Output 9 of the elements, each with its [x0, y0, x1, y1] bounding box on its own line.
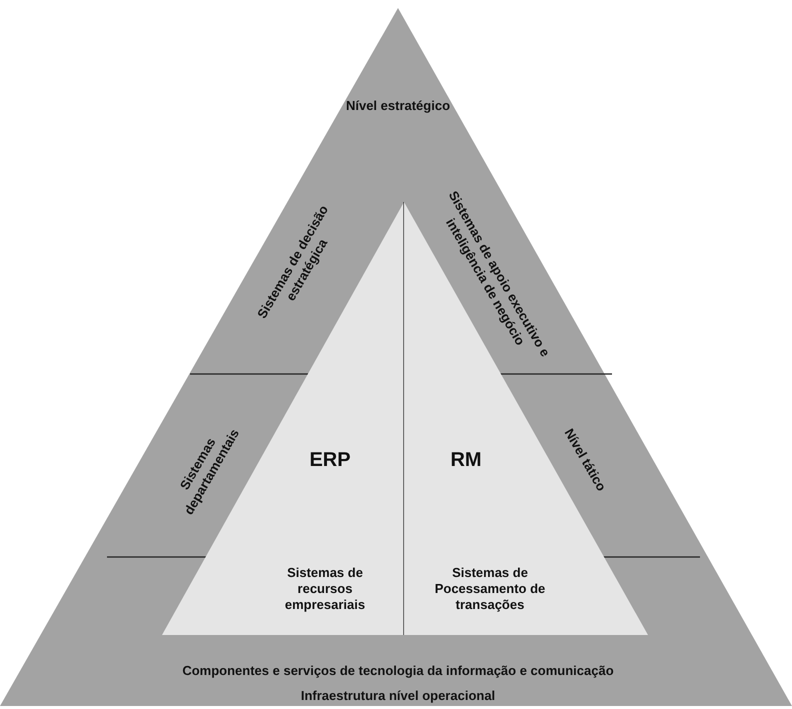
section-title: RM [449, 448, 483, 473]
section-description: Sistemas de Pocessamento de transações [434, 565, 546, 613]
base-label: Componentes e serviços de tecnologia da informação e comunicação [181, 663, 615, 679]
base-label: Infraestrutura nível operacional [300, 688, 496, 704]
section-description: Sistemas de recursos empresariais [284, 565, 366, 613]
level-label: Nível estratégico [344, 98, 452, 114]
pyramid-triangle [0, 8, 792, 708]
pyramid-section [162, 202, 404, 635]
section-title: ERP [308, 448, 352, 473]
